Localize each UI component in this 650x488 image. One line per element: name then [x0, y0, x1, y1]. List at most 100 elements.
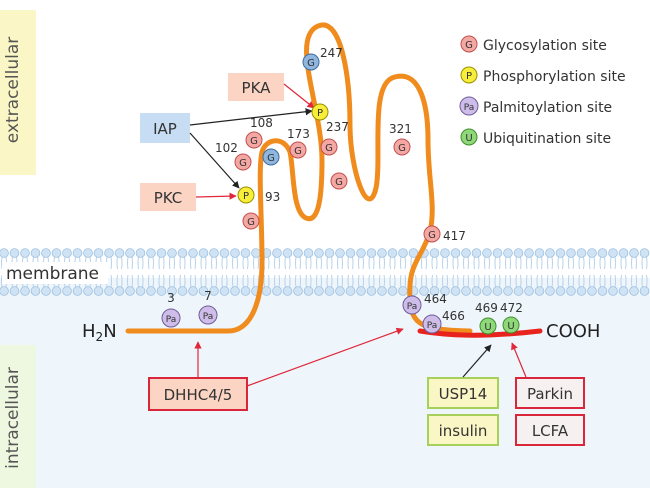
lcfa-box: LCFA — [515, 414, 585, 446]
lipid-head — [41, 248, 51, 258]
lipid-tail — [599, 256, 606, 270]
iap-label: IAP — [153, 120, 177, 138]
lipid-tail — [263, 256, 270, 270]
lipid-tail — [305, 274, 312, 288]
lipid-tail — [190, 256, 196, 270]
lipid-head — [30, 248, 41, 258]
lipid-head — [62, 286, 72, 296]
lipid-tail — [431, 256, 438, 270]
pka-to-p237-arrow — [283, 83, 315, 109]
lipid-tail — [274, 256, 280, 270]
iap-box: IAP — [140, 113, 190, 143]
n-terminus-label: H2N — [82, 321, 117, 344]
lipid-tail — [620, 274, 627, 288]
site-g417-symbol: G — [428, 230, 436, 241]
pka-label: PKA — [242, 79, 272, 97]
legend-palmitoylation-symbol: Pa — [464, 103, 475, 113]
site-pa7-symbol: Pa — [203, 312, 214, 322]
lipid-head — [618, 286, 629, 296]
lipid-head — [167, 286, 177, 296]
lipid-head — [83, 248, 93, 258]
lipid-tail — [326, 256, 333, 270]
lipid-head — [503, 286, 513, 296]
c-terminus-label: COOH — [546, 321, 600, 342]
legend-ubiquitination: U Ubiquitination site — [460, 128, 611, 147]
site-u469: U 469 — [475, 301, 498, 335]
lipid-head — [429, 248, 440, 258]
lipid-head — [146, 248, 156, 258]
lipid-head — [639, 286, 650, 296]
site-g-c: G — [262, 148, 280, 166]
lipid-tail — [316, 274, 322, 288]
lipid-tail — [295, 256, 301, 270]
site-p93-number: 93 — [265, 190, 280, 204]
lipid-tail — [284, 256, 291, 270]
lipid-tail — [337, 274, 343, 288]
lipid-head — [314, 248, 324, 258]
lipid-tail — [232, 256, 238, 270]
lipid-tail — [242, 274, 249, 288]
lipid-head — [471, 286, 482, 296]
lipid-tail — [641, 274, 648, 288]
lipid-tail — [158, 274, 165, 288]
lipid-tail — [179, 256, 186, 270]
lipid-tail — [200, 256, 207, 270]
site-g-b-symbol: G — [335, 177, 343, 188]
site-pa466-symbol: Pa — [427, 321, 438, 331]
lipid-tail — [253, 256, 259, 270]
lipid-tail — [389, 256, 396, 270]
lipid-head — [219, 248, 230, 258]
lipid-head — [272, 286, 282, 296]
lipid-head — [335, 286, 345, 296]
lipid-tail — [326, 274, 333, 288]
site-g321: G — [393, 138, 411, 156]
lipid-tail — [116, 256, 123, 270]
site-g173: G — [289, 141, 307, 159]
lipid-head — [104, 286, 114, 296]
site-p237: P — [311, 103, 329, 121]
lipid-tail — [526, 274, 532, 288]
lipid-head — [0, 248, 9, 258]
lipid-tail — [568, 274, 574, 288]
lipid-head — [41, 286, 51, 296]
lipid-head — [156, 248, 167, 258]
lipid-tail — [631, 256, 637, 270]
site-g102: G — [234, 153, 252, 171]
lipid-head — [240, 248, 251, 258]
lipid-tail — [494, 274, 501, 288]
lipid-head — [366, 286, 377, 296]
site-u472-number: 472 — [500, 301, 523, 315]
lipid-head — [566, 286, 576, 296]
membrane-bilayer — [0, 248, 650, 296]
lipid-head — [419, 286, 429, 296]
lipid-head — [345, 286, 356, 296]
lipid-head — [293, 286, 303, 296]
dhhc-to-c-palm-arrow — [246, 327, 404, 387]
lipid-tail — [116, 274, 123, 288]
lipid-head — [62, 248, 72, 258]
lipid-tail — [379, 256, 385, 270]
lipid-tail — [463, 256, 469, 270]
site-g247: G 247 — [302, 46, 343, 71]
lipid-head — [597, 286, 608, 296]
lipid-tail — [578, 256, 585, 270]
legend-phosphorylation: P Phosphorylation site — [460, 66, 626, 85]
protein-chain — [125, 22, 473, 334]
insulin-label: insulin — [439, 422, 488, 440]
lipid-tail — [200, 274, 207, 288]
lipid-head — [629, 286, 639, 296]
lipid-head — [230, 286, 240, 296]
lipid-tail — [463, 274, 469, 288]
lipid-tail — [515, 256, 522, 270]
lipid-tail — [137, 274, 144, 288]
usp14-to-ub-arrow — [462, 344, 492, 378]
legend-palmitoylation-label: Palmitoylation site — [483, 100, 612, 116]
lipid-head — [377, 248, 387, 258]
lipid-head — [20, 286, 30, 296]
site-u469-symbol: U — [484, 322, 491, 333]
site-g102-symbol: G — [239, 158, 247, 169]
lipid-head — [450, 248, 461, 258]
site-pa464-symbol: Pa — [407, 302, 418, 312]
iap-to-p237-arrow — [189, 108, 313, 126]
lipid-head — [303, 286, 314, 296]
